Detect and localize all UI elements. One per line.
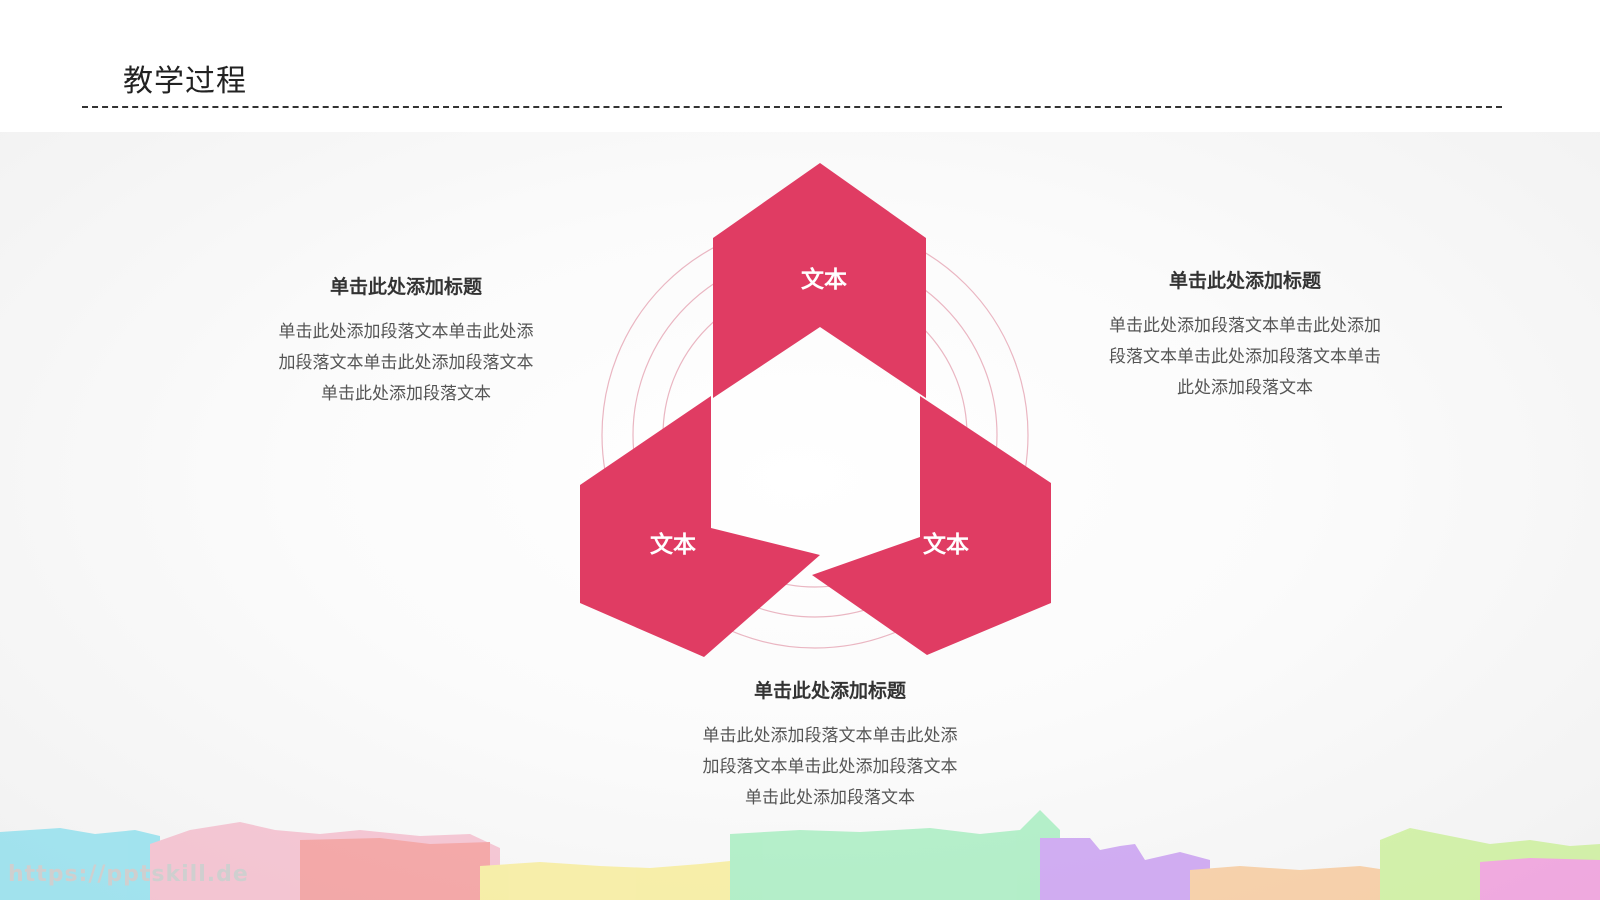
skyline-violet bbox=[1040, 838, 1210, 900]
block-title: 单击此处添加标题 bbox=[1168, 270, 1321, 292]
watermark: https://pptskill.de bbox=[8, 862, 249, 887]
body-line: 单击此处添加段落文本单击此处添 bbox=[278, 322, 534, 342]
title-divider bbox=[82, 106, 1502, 108]
body-line: 单击此处添加段落文本 bbox=[745, 788, 915, 808]
skyline-green bbox=[730, 810, 1060, 900]
segment-top[interactable] bbox=[713, 163, 926, 398]
body-line: 加段落文本单击此处添加段落文本 bbox=[278, 353, 534, 373]
text-block-bottom[interactable]: 单击此处添加标题 单击此处添加段落文本单击此处添 加段落文本单击此处添加段落文本… bbox=[680, 676, 980, 814]
skyline-cyan bbox=[0, 828, 160, 900]
header-band bbox=[0, 0, 1600, 132]
body-line: 此处添加段落文本 bbox=[1177, 378, 1313, 398]
body-line: 单击此处添加段落文本 bbox=[321, 384, 491, 404]
skyline-orange bbox=[1190, 866, 1400, 900]
segment-top-label: 文本 bbox=[801, 266, 847, 293]
block-title: 单击此处添加标题 bbox=[753, 680, 906, 702]
skyline-magenta bbox=[1480, 858, 1600, 900]
block-body: 单击此处添加段落文本单击此处添 加段落文本单击此处添加段落文本 单击此处添加段落… bbox=[256, 317, 556, 410]
segment-left-label: 文本 bbox=[650, 531, 696, 558]
body-line: 段落文本单击此处添加段落文本单击 bbox=[1109, 347, 1381, 367]
skyline-red bbox=[300, 838, 490, 900]
segment-right-label: 文本 bbox=[923, 531, 969, 558]
block-title: 单击此处添加标题 bbox=[329, 276, 482, 298]
body-line: 单击此处添加段落文本单击此处添加 bbox=[1109, 316, 1381, 336]
text-block-right[interactable]: 单击此处添加标题 单击此处添加段落文本单击此处添加 段落文本单击此处添加段落文本… bbox=[1095, 266, 1395, 404]
watercolor-skyline-decoration bbox=[0, 810, 1600, 900]
body-line: 加段落文本单击此处添加段落文本 bbox=[702, 757, 958, 777]
page-title: 教学过程 bbox=[123, 64, 247, 99]
segment-bottom-right[interactable] bbox=[812, 396, 1051, 655]
block-body: 单击此处添加段落文本单击此处添加 段落文本单击此处添加段落文本单击 此处添加段落… bbox=[1095, 311, 1395, 404]
skyline-yellow bbox=[480, 860, 740, 900]
text-block-left[interactable]: 单击此处添加标题 单击此处添加段落文本单击此处添 加段落文本单击此处添加段落文本… bbox=[256, 272, 556, 410]
block-body: 单击此处添加段落文本单击此处添 加段落文本单击此处添加段落文本 单击此处添加段落… bbox=[680, 721, 980, 814]
body-line: 单击此处添加段落文本单击此处添 bbox=[702, 726, 958, 746]
segment-bottom-left[interactable] bbox=[580, 396, 820, 657]
